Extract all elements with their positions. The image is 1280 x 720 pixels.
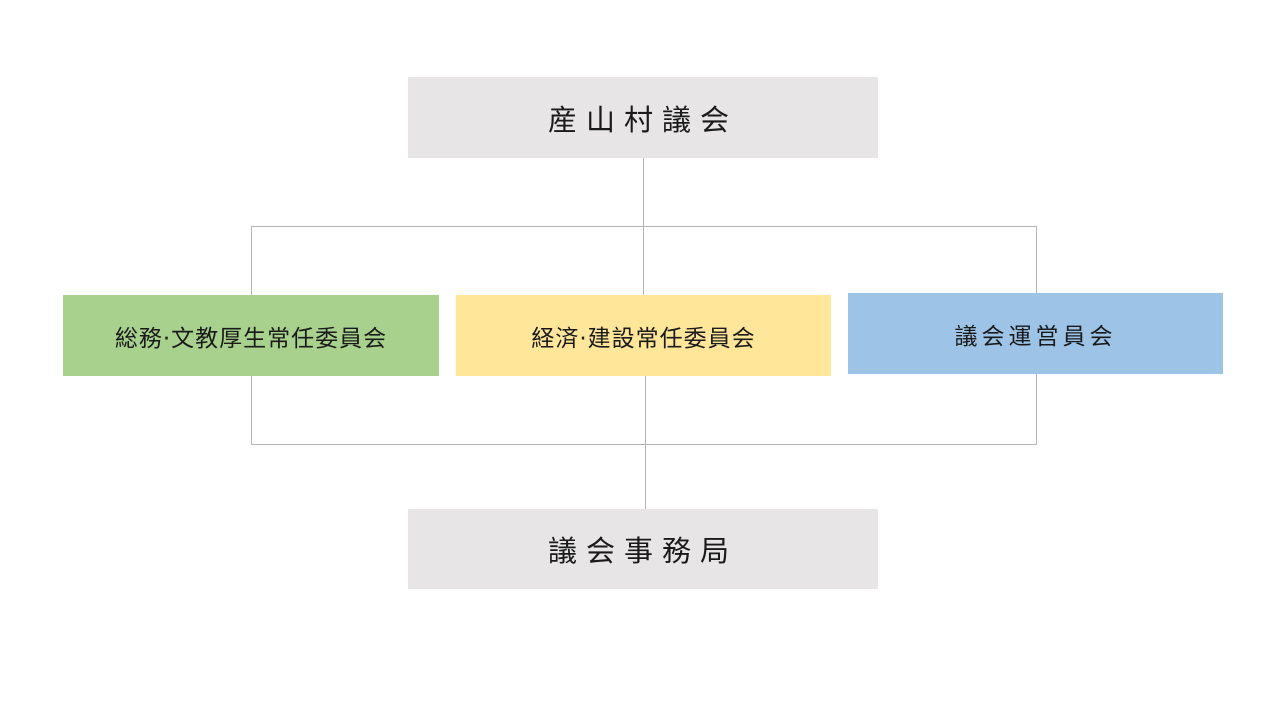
connector-top-drop-1 bbox=[251, 226, 252, 295]
connector-bottom-rise-2 bbox=[645, 376, 646, 444]
connector-bottom-bus bbox=[251, 444, 1037, 445]
village-assembly-label: 産山村議会 bbox=[547, 102, 738, 137]
committee-label-steering: 議会運営員会 bbox=[954, 323, 1117, 350]
assembly-secretariat-box: 議会事務局 bbox=[408, 509, 878, 589]
village-assembly-box: 産山村議会 bbox=[408, 77, 878, 158]
connector-top-drop-3 bbox=[1036, 226, 1037, 293]
committee-box-economy-construction: 経済·建設常任委員会 bbox=[456, 295, 831, 376]
committee-box-general-affairs: 総務·文教厚生常任委員会 bbox=[63, 295, 439, 376]
connector-top-drop-2 bbox=[643, 226, 644, 295]
assembly-secretariat-label: 議会事務局 bbox=[547, 534, 738, 568]
connector-bottom-rise-1 bbox=[251, 376, 252, 444]
connector-bottom-rise-3 bbox=[1036, 374, 1037, 444]
connector-bottom-trunk bbox=[645, 444, 646, 509]
connector-top-bus bbox=[251, 226, 1037, 227]
committee-label-economy-construction: 経済·建設常任委員会 bbox=[531, 325, 756, 352]
committee-label-general-affairs: 総務·文教厚生常任委員会 bbox=[114, 325, 388, 352]
committee-box-steering: 議会運営員会 bbox=[848, 293, 1223, 374]
connector-top-trunk bbox=[643, 158, 644, 226]
